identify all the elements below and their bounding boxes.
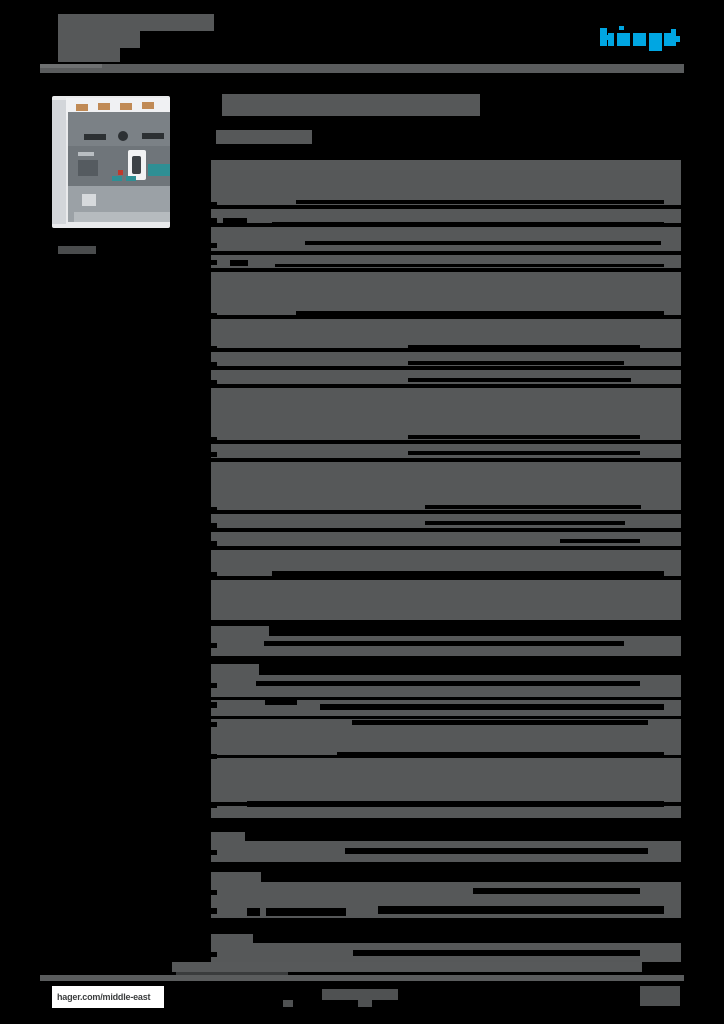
page-title xyxy=(222,94,480,116)
row-indent-marker xyxy=(211,850,217,855)
row-indent-marker xyxy=(211,754,217,759)
row-indent-marker xyxy=(211,346,217,351)
value-rule xyxy=(296,311,664,315)
table-row xyxy=(211,209,681,223)
header-title-line-1 xyxy=(58,14,214,31)
value-rule xyxy=(345,848,648,854)
section-heading xyxy=(211,832,245,841)
table-row xyxy=(211,272,681,315)
footer-center-text-sub xyxy=(358,1000,372,1007)
row-indent-marker xyxy=(211,572,217,577)
footer-center-text xyxy=(322,989,398,1000)
value-rule xyxy=(408,361,624,365)
table-row xyxy=(211,160,681,205)
value-rule xyxy=(353,950,640,956)
value-rule xyxy=(425,521,625,525)
section-heading xyxy=(211,934,253,943)
row-indent-marker xyxy=(211,452,217,457)
section-heading xyxy=(211,626,269,636)
moulded-case-circuit-breaker-photo xyxy=(52,90,180,235)
header-divider xyxy=(40,64,684,73)
row-indent-marker xyxy=(211,243,217,248)
row-indent-marker xyxy=(211,362,217,367)
row-indent-marker xyxy=(211,523,217,528)
table-row xyxy=(211,758,681,802)
row-indent-marker xyxy=(211,683,217,688)
value-rule xyxy=(425,505,641,509)
row-indent-marker xyxy=(211,313,217,318)
value-rule xyxy=(408,378,631,382)
hager-logo xyxy=(600,26,680,51)
row-indent-marker xyxy=(211,202,217,207)
value-rule xyxy=(264,641,624,646)
product-caption xyxy=(58,246,96,254)
table-row xyxy=(211,719,681,755)
value-rule xyxy=(272,571,664,576)
value-rule xyxy=(337,752,664,758)
row-indent-marker xyxy=(211,952,217,957)
footer-divider xyxy=(40,975,684,981)
value-rule xyxy=(408,451,640,455)
footer-center-text-left xyxy=(283,1000,293,1007)
section-heading xyxy=(211,664,259,675)
row-indent-marker xyxy=(211,890,217,895)
table-row xyxy=(211,675,681,697)
value-rule xyxy=(256,681,640,686)
row-indent-marker xyxy=(211,643,217,648)
header-title-line-2 xyxy=(58,31,140,48)
website-badge[interactable]: hager.com/middle-east xyxy=(52,986,164,1008)
value-rule xyxy=(247,801,664,807)
footer-note xyxy=(172,962,642,972)
row-indent-marker xyxy=(211,541,217,546)
page-subtitle xyxy=(216,130,312,144)
header-title-line-3 xyxy=(58,48,120,62)
table-row xyxy=(211,388,681,440)
section-heading xyxy=(211,872,261,882)
value-rule xyxy=(560,539,640,543)
value-rule xyxy=(305,241,661,245)
table-row xyxy=(211,636,681,656)
value-rule xyxy=(408,435,640,439)
table-row xyxy=(211,580,681,620)
row-indent-marker xyxy=(211,722,217,727)
header-divider-accent xyxy=(40,64,102,68)
table-row xyxy=(211,319,681,348)
table-row xyxy=(211,806,681,818)
row-indent-marker xyxy=(211,380,217,385)
value-rule xyxy=(408,345,640,349)
table-row xyxy=(211,462,681,510)
value-rule xyxy=(296,200,664,204)
value-rule xyxy=(352,720,648,725)
row-indent-marker xyxy=(211,437,217,442)
row-indent-marker xyxy=(211,507,217,512)
table-row xyxy=(211,227,681,251)
page-number xyxy=(640,986,680,1006)
value-rule xyxy=(473,888,640,894)
row-indent-marker xyxy=(211,803,217,808)
